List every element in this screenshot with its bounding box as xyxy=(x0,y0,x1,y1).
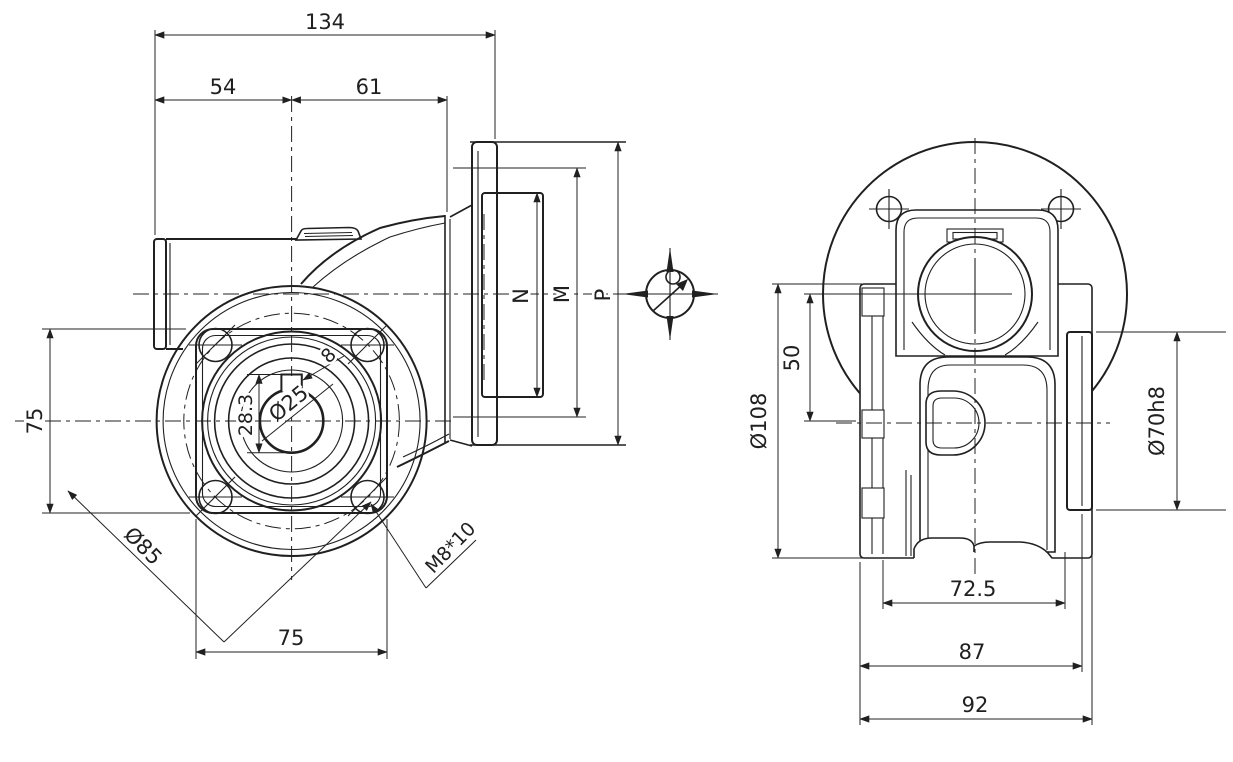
dim-centre-distance: 50 xyxy=(780,345,804,372)
dim-hub-width: 87 xyxy=(959,640,986,664)
output-flange-square xyxy=(189,324,394,517)
dim-motor-flange-od: P xyxy=(591,289,615,302)
dim-hub-outer-dia: Ø108 xyxy=(747,393,771,450)
flange-bolt-holes xyxy=(189,324,394,517)
dim-keyway-depth: 28.3 xyxy=(235,394,257,436)
dim-pilot-boss-dia: Ø70h8 xyxy=(1145,386,1169,456)
wheel-housing-outline xyxy=(905,356,1056,559)
front-dimensions: 134 54 61 75 75 Ø85 M8*10 xyxy=(21,8,622,659)
dim-left-to-center: 54 xyxy=(210,75,237,99)
dim-overall-width: 92 xyxy=(962,693,989,717)
motor-flange-holes xyxy=(869,189,1081,229)
dim-overall-length: 134 xyxy=(305,10,345,34)
dim-bolt-circle: Ø85 xyxy=(119,522,167,570)
motor-flange-outline xyxy=(470,141,626,446)
input-housing-outline xyxy=(153,204,473,468)
dim-tapped-holes: M8*10 xyxy=(421,518,480,578)
side-dimensions: 50 Ø108 Ø70h8 72.5 87 92 xyxy=(745,283,1226,725)
pilot-boss-outline xyxy=(1066,331,1093,511)
dim-motor-flange-spigot: N xyxy=(509,288,533,304)
projection-symbol-icon xyxy=(622,248,718,340)
front-centerlines xyxy=(15,96,640,580)
dim-motor-flange-bolt-circle: M xyxy=(550,285,574,303)
gear-body-circles xyxy=(155,285,428,557)
dim-body-width: 72.5 xyxy=(950,577,997,601)
side-centerlines xyxy=(836,138,1110,578)
dim-flange-square-height: 75 xyxy=(23,408,47,435)
side-view: 50 Ø108 Ø70h8 72.5 87 92 xyxy=(745,138,1226,725)
dim-flange-square-width: 75 xyxy=(278,626,305,650)
front-view: 134 54 61 75 75 Ø85 M8*10 xyxy=(15,8,640,659)
dim-center-to-face: 61 xyxy=(356,75,383,99)
